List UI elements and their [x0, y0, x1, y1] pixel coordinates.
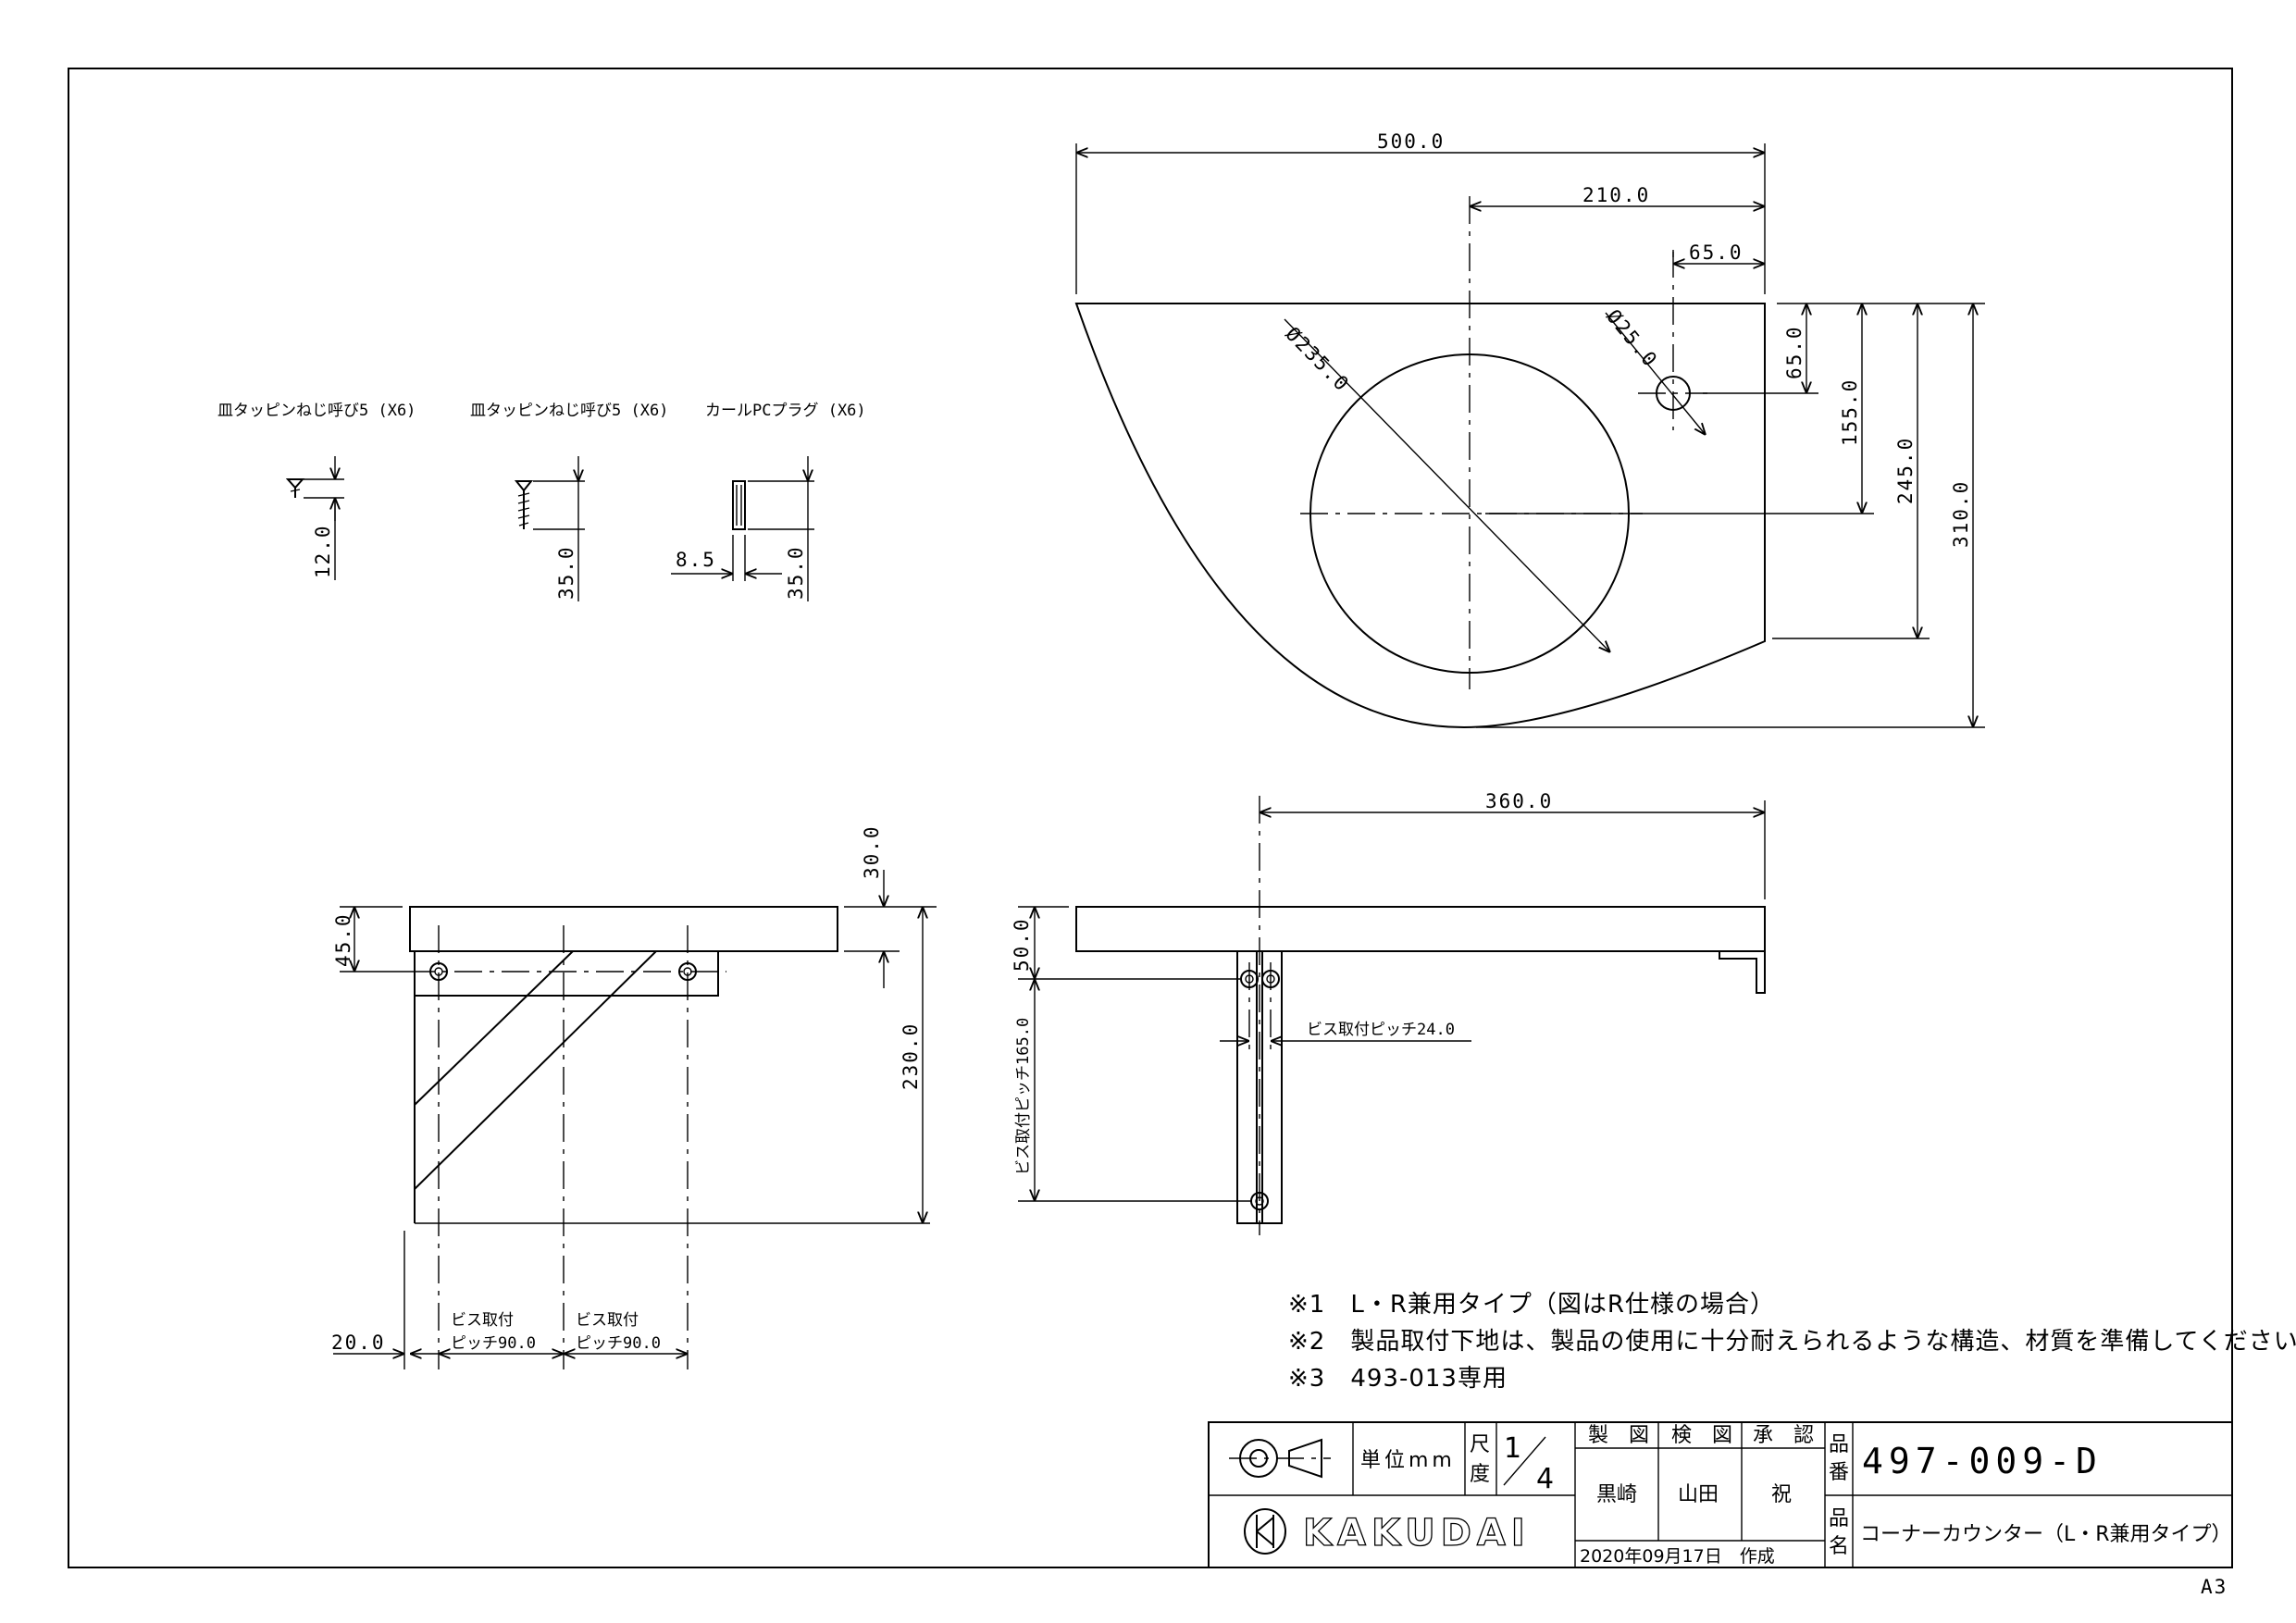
scale-label-1: 尺 [1470, 1433, 1490, 1456]
kakudai-logo: KAKUDAI [1244, 1508, 1531, 1555]
title-block: 単位mm 尺 度 1 4 製 図 検 図 承 認 黒崎 山田 祝 2020年09… [1208, 1421, 2233, 1568]
part-no-label-2: 番 [1829, 1461, 1849, 1484]
label-screw-2: 皿タッピンねじ呼び5 (X6) [470, 402, 668, 420]
brand-name: KAKUDAI [1303, 1512, 1531, 1555]
plug-icon [732, 480, 746, 530]
checked-by-name: 山田 [1678, 1483, 1719, 1506]
part-name: コーナーカウンター（L・R兼用タイプ） [1860, 1523, 2232, 1546]
dim-dia-25: Ø25.0 [1602, 305, 1662, 372]
scale-numerator: 1 [1504, 1432, 1521, 1465]
note-2: ※2 製品取付下地は、製品の使用に十分耐えられるような構造、材質を準備してくださ… [1288, 1328, 2296, 1356]
drawing-date: 2020年09月17日 作成 [1580, 1546, 1775, 1567]
unit-label: 単位mm [1360, 1449, 1456, 1472]
front-bracket-rail [414, 950, 719, 997]
approved-by-label: 承 認 [1753, 1424, 1814, 1447]
notes: ※1 L・R兼用タイプ（図はR仕様の場合） ※2 製品取付下地は、製品の使用に十… [1288, 1291, 2296, 1393]
scale-label-2: 度 [1470, 1463, 1490, 1486]
dim-155: 155.0 [1839, 378, 1861, 446]
dim-360: 360.0 [1485, 790, 1553, 812]
dim-plug-8-5: 8.5 [676, 549, 716, 571]
top-view: 500.0 210.0 65.0 Ø235.0 Ø25.0 65.0 155.0… [1074, 130, 1985, 729]
pitch-label-1: ビス取付 [451, 1311, 514, 1330]
dim-310: 310.0 [1950, 480, 1972, 548]
checked-by-label: 検 図 [1671, 1424, 1732, 1447]
front-counter-top [409, 906, 838, 952]
dim-500: 500.0 [1377, 130, 1445, 153]
part-name-label-1: 品 [1829, 1507, 1849, 1530]
sheet-border [68, 68, 2233, 1568]
dim-65-horizontal: 65.0 [1689, 242, 1744, 264]
dim-pitch-24: ビス取付ピッチ24.0 [1307, 1021, 1455, 1039]
front-view: 45.0 30.0 230.0 20.0 ビス取付 ピッチ90.0 ビス取付 ピ… [331, 824, 937, 1369]
approved-by-name: 祝 [1771, 1483, 1792, 1506]
dim-230: 230.0 [900, 1022, 922, 1090]
dim-pitch-165: ビス取付ピッチ165.0 [1014, 1018, 1033, 1175]
note-3: ※3 493-013専用 [1288, 1365, 1508, 1393]
note-1: ※1 L・R兼用タイプ（図はR仕様の場合） [1288, 1291, 1775, 1319]
pitch-label-2: ビス取付 [576, 1311, 639, 1330]
dim-20: 20.0 [331, 1332, 386, 1354]
label-screw-1: 皿タッピンねじ呼び5 (X6) [217, 402, 416, 420]
dim-65-vertical: 65.0 [1783, 325, 1806, 379]
made-by-name: 黒崎 [1596, 1483, 1637, 1506]
long-screw-icon [514, 480, 534, 529]
dim-screw-12: 12.0 [312, 524, 334, 578]
side-counter-top [1075, 906, 1766, 952]
counter-outline [1074, 303, 1766, 729]
part-number: 497-009-D [1862, 1441, 2103, 1481]
side-view: 360.0 50.0 ビス取付ピッチ165.0 ビス取付ピッチ24.0 [1011, 790, 1766, 1235]
dim-50: 50.0 [1011, 917, 1033, 972]
dim-dia-235: Ø235.0 [1281, 323, 1354, 397]
dim-screw-35: 35.0 [555, 545, 577, 600]
sheet-size: A3 [2201, 1576, 2228, 1598]
pitch-value-1: ピッチ90.0 [451, 1334, 536, 1353]
dim-45: 45.0 [332, 912, 354, 967]
accessories: 皿タッピンねじ呼び5 (X6) 皿タッピンねじ呼び5 (X6) カールPCプラグ… [217, 402, 866, 601]
short-screw-icon [285, 478, 305, 498]
scale-denominator: 4 [1536, 1463, 1554, 1495]
part-no-label-1: 品 [1829, 1433, 1849, 1456]
dim-30: 30.0 [861, 824, 883, 879]
dim-plug-35: 35.0 [785, 545, 807, 600]
label-plug: カールPCプラグ (X6) [705, 402, 866, 420]
pitch-value-2: ピッチ90.0 [576, 1334, 661, 1353]
third-angle-projection-icon [1229, 1438, 1331, 1479]
made-by-label: 製 図 [1588, 1424, 1649, 1447]
dim-210: 210.0 [1582, 184, 1650, 206]
part-name-label-2: 名 [1829, 1535, 1849, 1558]
dim-245: 245.0 [1894, 437, 1917, 504]
